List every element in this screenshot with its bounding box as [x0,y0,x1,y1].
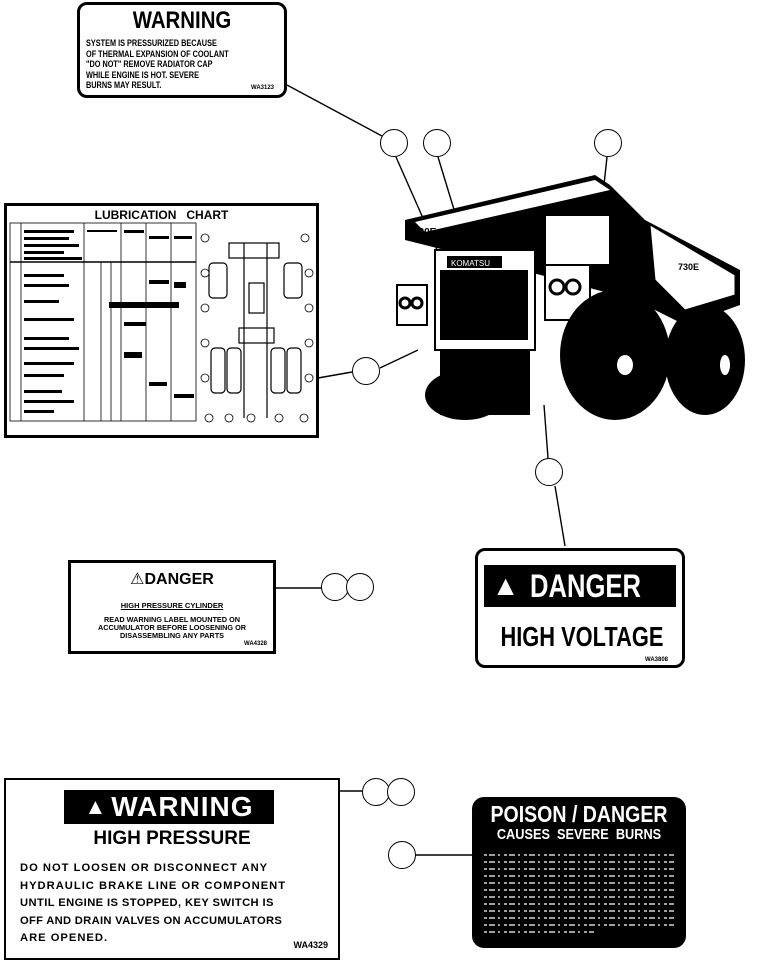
label-line: BURNS MAY RESULT. [86,79,162,90]
label-subtitle: HIGH PRESSURE CYLINDER [120,601,224,610]
callout-circle[interactable] [362,778,390,806]
high-voltage-label[interactable]: ▲ DANGER HIGH VOLTAGE WA3808 [475,548,685,668]
warning-triangle-icon: ▲ [84,794,108,819]
label-line: WHILE ENGINE IS HOT. SEVERE [86,68,199,80]
callout-circle[interactable] [321,573,349,601]
lubrication-point-diagram [200,233,314,423]
radiator-warning-label[interactable]: WARNING SYSTEM IS PRESSURIZED BECAUSE OF… [77,2,287,98]
callout-circle[interactable] [380,129,408,157]
label-line: SYSTEM IS PRESSURIZED BECAUSE [86,37,217,48]
callout-circle[interactable] [388,841,416,869]
warning-triangle-icon: ▲ [491,570,520,601]
truck-brand: KOMATSU [451,259,490,268]
label-title: DANGER [144,571,214,588]
label-title: DANGER [529,567,641,604]
callout-circle[interactable] [535,458,563,486]
label-code: WA4328 [243,641,267,647]
high-pressure-warning-label[interactable]: ▲ WARNING HIGH PRESSURE DO NOT LOOSEN OR… [4,778,340,960]
poison-danger-label[interactable]: POISON / DANGER CAUSES SEVERE BURNS [472,797,686,948]
callout-circle[interactable] [346,573,374,601]
callout-circle[interactable] [423,129,451,157]
callout-circle[interactable] [387,778,415,806]
label-title: LUBRICATION CHART [94,208,229,222]
illegible-fine-print [484,854,674,933]
lubrication-table [9,222,197,422]
truck-model-front: 730E [413,227,437,238]
cylinder-danger-label[interactable]: ⚠DANGER HIGH PRESSURE CYLINDER READ WARN… [68,560,276,654]
label-line: OFF AND DRAIN VALVES ON ACCUMULATORS [20,914,283,927]
warning-triangle-icon: ⚠ [130,571,145,588]
label-line: OF THERMAL EXPANSION OF COOLANT [86,47,229,59]
label-code: WA4329 [293,940,328,950]
label-code: WA3808 [644,657,668,663]
label-line: ACCUMULATOR BEFORE LOOSENING OR [97,623,247,632]
label-line: READ WARNING LABEL MOUNTED ON [103,615,241,624]
label-title: WARNING [132,7,232,34]
label-title: WARNING [111,791,254,822]
label-line: "DO NOT" REMOVE RADIATOR CAP [86,58,213,69]
label-line: HYDRAULIC BRAKE LINE OR COMPONENT [20,879,287,892]
callout-circle[interactable] [352,357,380,385]
label-subtitle: HIGH VOLTAGE [500,621,664,652]
label-subtitle: CAUSES SEVERE BURNS [496,826,662,843]
label-code: WA3123 [250,85,274,91]
label-line: ARE OPENED. [20,932,109,944]
haul-truck-illustration: KOMATSU 730E 730E [396,175,745,420]
label-subtitle: HIGH PRESSURE [93,828,251,849]
truck-model-side: 730E [678,262,699,272]
label-line: UNTIL ENGINE IS STOPPED, KEY SWITCH IS [20,897,274,909]
lubrication-chart-label[interactable]: LUBRICATION CHART [4,203,319,438]
label-line: DO NOT LOOSEN OR DISCONNECT ANY [20,862,269,874]
label-line: DISASSEMBLING ANY PARTS [119,631,225,640]
label-title: POISON / DANGER [490,801,668,827]
callout-circle[interactable] [594,129,622,157]
